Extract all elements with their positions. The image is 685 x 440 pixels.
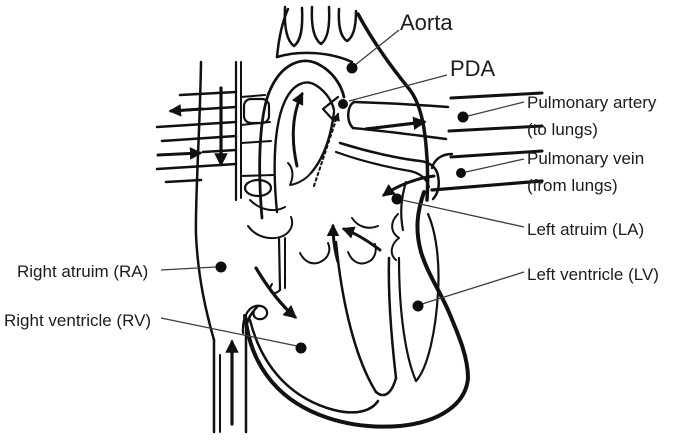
pulmonary-vein-label-line2: (from lungs) xyxy=(527,176,618,195)
lv-outflow-arrow-1 xyxy=(326,223,340,264)
pulmonary-artery-tube-bottom xyxy=(351,126,448,141)
pda-dot xyxy=(338,99,348,109)
pulmonary-valve-curl xyxy=(287,162,312,186)
lung-vessel-rung-1 xyxy=(240,94,266,98)
left-ventricle-label: Left ventricle (LV) xyxy=(527,265,659,284)
right-vessel-line-3 xyxy=(449,149,544,159)
pulmonary-trunk-outer xyxy=(258,59,346,220)
pda-label: PDA xyxy=(450,56,496,81)
pulmonary-vein-beak xyxy=(430,152,454,170)
left-vessel-line-3 xyxy=(155,120,238,129)
superior-vena-cava-left-wall xyxy=(194,60,216,342)
aorta-dot xyxy=(346,62,358,74)
left-atrium-roof-lower xyxy=(334,150,431,189)
pulmonary-trunk-inner xyxy=(273,81,336,214)
pulmonary-vein-leader xyxy=(465,158,525,173)
pda-leader xyxy=(348,74,448,102)
mitral-leaflet-1 xyxy=(390,213,400,261)
lung-vessel-stub-rect xyxy=(242,97,271,125)
right-ventricle-inner-wall xyxy=(248,318,380,414)
left-atrium-inflow-arrow xyxy=(381,174,436,197)
descending-aorta xyxy=(356,12,430,202)
aortic-arch-left-edge xyxy=(275,7,290,59)
left-vessel-line-7 xyxy=(164,178,203,184)
right-ventricle-tip xyxy=(374,376,398,397)
mitral-leaflet-2 xyxy=(347,243,377,265)
right-atrium-label: Right atruim (RA) xyxy=(17,262,149,281)
aorta-leader xyxy=(353,29,400,67)
pulmonary-vein-dot xyxy=(456,168,466,178)
pulmonary-vein-label: Pulmonary vein (from lungs) xyxy=(527,145,644,199)
arch-branch-1 xyxy=(283,5,304,48)
aorta-label: Aorta xyxy=(400,10,453,35)
left-atrium-roof-upper xyxy=(338,141,440,178)
pulmonary-artery-label-line1: Pulmonary artery xyxy=(527,93,657,112)
left-vessel-line-1 xyxy=(178,90,238,97)
right-atrium-curl-1 xyxy=(249,199,286,212)
right-vessel-line-4 xyxy=(430,179,544,192)
left-atrium-right-wall xyxy=(431,174,441,201)
left-ventricle-dot xyxy=(412,300,424,312)
septum-right-wall xyxy=(387,256,398,380)
right-atrium-dot xyxy=(215,261,227,273)
arch-branch-3 xyxy=(337,7,358,43)
left-ventricle-inner-left xyxy=(397,256,418,383)
pulmonary-artery-tube-top xyxy=(352,100,450,109)
pulmonary-artery-dot xyxy=(457,111,469,123)
right-vessel-line-1 xyxy=(449,91,544,100)
pulmonary-artery-label-line2: (to lungs) xyxy=(527,120,598,139)
inferior-vena-cava-right-wall xyxy=(244,304,260,434)
marker-dots xyxy=(215,62,469,354)
left-atrium-dot xyxy=(391,193,403,205)
lv-outflow-arrow-2 xyxy=(341,226,382,252)
lung-vessel-stub-oval xyxy=(243,178,273,198)
pulmonary-artery-flow-arrow xyxy=(364,116,427,131)
arch-branch-2 xyxy=(310,5,331,46)
right-ventricle-label: Right ventricle (RV) xyxy=(4,311,152,330)
septum-left-wall xyxy=(334,240,378,394)
blood-flow-arrows xyxy=(156,86,436,426)
lung-vessel-rung-3 xyxy=(240,140,272,144)
heart-outer-wall xyxy=(243,190,470,429)
pulmonary-artery-label: Pulmonary artery (to lungs) xyxy=(527,89,656,143)
pulmonary-trunk-right-wall xyxy=(309,110,336,175)
left-ventricle-leader xyxy=(421,271,525,305)
right-vessel-line-2 xyxy=(447,124,544,133)
heart-line-art xyxy=(155,5,544,434)
lung-vessel-rung-4 xyxy=(240,174,274,177)
pulmonary-vein-label-line1: Pulmonary vein xyxy=(527,149,645,168)
left-atrium-leader xyxy=(401,199,525,228)
aortic-arch-bottom xyxy=(275,51,354,64)
tricuspid-bumps xyxy=(299,242,331,265)
right-atrium-curl-2 xyxy=(247,216,294,240)
pda-flap xyxy=(321,95,340,123)
left-vessel-out-arrow xyxy=(168,104,204,117)
pulmonary-artery-leader xyxy=(467,101,525,117)
left-vessel-in-arrow xyxy=(156,147,203,160)
mitral-leaflet-3 xyxy=(351,217,379,229)
trunk-flow-up-arrow xyxy=(291,91,304,168)
right-ventricle-dot xyxy=(295,342,307,354)
left-atrium-label: Left atruim (LA) xyxy=(527,220,645,239)
tricuspid-lower-curl xyxy=(241,304,269,335)
pda-shunt-dashed-arrow xyxy=(313,112,340,187)
left-vessel-line-4 xyxy=(160,134,238,143)
pulmonary-artery-tube-cap xyxy=(347,100,356,130)
right-ventricle-leader xyxy=(160,317,298,347)
left-atrium-left-wall xyxy=(400,180,408,232)
leader-lines xyxy=(160,29,525,347)
right-atrium-leader xyxy=(160,266,217,271)
tricuspid-leaflet-line-1 xyxy=(277,236,282,292)
ra-to-rv-flow-arrow xyxy=(254,266,298,319)
